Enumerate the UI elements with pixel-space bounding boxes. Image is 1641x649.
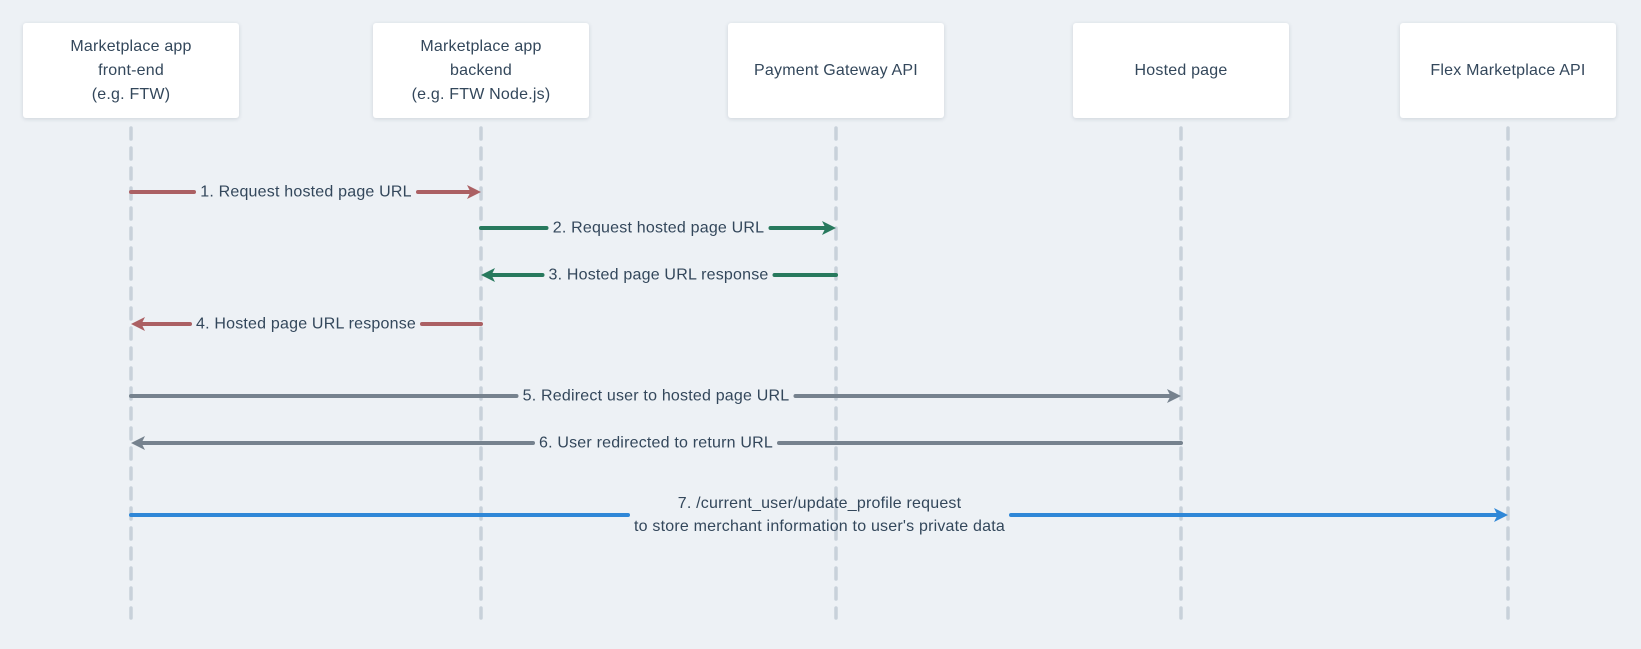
message-arrowhead-2 xyxy=(822,221,836,235)
message-arrowhead-6 xyxy=(131,436,145,450)
message-arrowhead-4 xyxy=(131,317,145,331)
message-arrowhead-3 xyxy=(481,268,495,282)
message-arrowhead-1 xyxy=(467,185,481,199)
message-arrowhead-5 xyxy=(1167,389,1181,403)
message-arrowhead-7 xyxy=(1494,508,1508,522)
